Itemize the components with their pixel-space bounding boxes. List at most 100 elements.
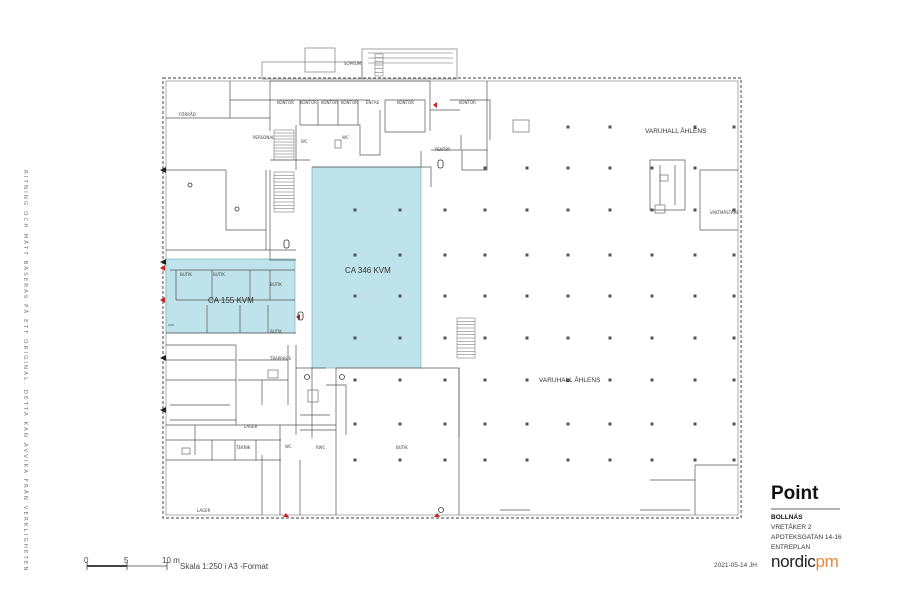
structural-column bbox=[525, 458, 529, 462]
structural-column bbox=[650, 294, 654, 298]
room-label: BUTIK bbox=[270, 329, 282, 334]
structural-column bbox=[732, 336, 736, 340]
structural-column bbox=[732, 125, 736, 129]
structural-column bbox=[608, 208, 612, 212]
structural-column bbox=[566, 208, 570, 212]
top-extension bbox=[261, 47, 458, 80]
room-label: BUTIK bbox=[213, 272, 225, 277]
stairs bbox=[273, 53, 476, 359]
structural-column bbox=[566, 125, 570, 129]
room-label: ENTRÉ bbox=[366, 100, 380, 105]
room-label: TEKNIK bbox=[236, 445, 251, 450]
structural-column bbox=[566, 253, 570, 257]
structural-column bbox=[443, 378, 447, 382]
structural-column bbox=[353, 336, 357, 340]
structural-column bbox=[732, 253, 736, 257]
title-block-title: Point bbox=[771, 483, 819, 504]
room-label: KONTOR bbox=[459, 100, 476, 105]
door-markers bbox=[160, 102, 440, 517]
structural-column bbox=[525, 336, 529, 340]
structural-column bbox=[693, 422, 697, 426]
structural-column bbox=[525, 166, 529, 170]
structural-column bbox=[483, 294, 487, 298]
structural-column bbox=[608, 253, 612, 257]
structural-column bbox=[732, 458, 736, 462]
structural-column bbox=[608, 458, 612, 462]
structural-column bbox=[353, 378, 357, 382]
structural-column bbox=[693, 253, 697, 257]
structural-column bbox=[443, 422, 447, 426]
structural-column bbox=[353, 422, 357, 426]
structural-column bbox=[608, 422, 612, 426]
structural-column bbox=[483, 378, 487, 382]
room-label: WC bbox=[301, 139, 308, 144]
structural-column bbox=[650, 253, 654, 257]
safety-symbols bbox=[187, 159, 444, 513]
structural-column bbox=[525, 378, 529, 382]
column-grid bbox=[353, 125, 736, 462]
structural-column bbox=[443, 336, 447, 340]
room-label: KONTOR bbox=[341, 100, 358, 105]
structural-column bbox=[566, 336, 570, 340]
structural-column bbox=[608, 294, 612, 298]
room-label: KONTOR bbox=[300, 100, 317, 105]
structural-column bbox=[650, 458, 654, 462]
structural-column bbox=[693, 458, 697, 462]
structural-column bbox=[353, 208, 357, 212]
room-label: LAGER bbox=[197, 508, 211, 513]
structural-column bbox=[443, 208, 447, 212]
title-block-property: VRETÅKER 2 bbox=[771, 524, 812, 531]
structural-column bbox=[525, 208, 529, 212]
room-label: SOPRUM bbox=[344, 61, 362, 66]
structural-column bbox=[483, 253, 487, 257]
structural-column bbox=[353, 253, 357, 257]
structural-column bbox=[398, 336, 402, 340]
area-label-small: CA 155 KVM bbox=[208, 296, 254, 305]
room-label: PENTRY bbox=[435, 147, 451, 152]
room-label: KONTOR bbox=[397, 100, 414, 105]
hall-label-lower: VARUHALL ÅHLENS bbox=[539, 377, 601, 384]
room-label: PERSONAL bbox=[253, 135, 275, 140]
structural-column bbox=[443, 458, 447, 462]
structural-column bbox=[398, 422, 402, 426]
structural-column bbox=[483, 422, 487, 426]
scale-tick-5: 5 bbox=[124, 556, 129, 565]
room-label: BUTIK bbox=[396, 445, 408, 450]
structural-column bbox=[650, 422, 654, 426]
drawing-date: 2021-05-14 JH bbox=[714, 562, 757, 569]
structural-column bbox=[483, 208, 487, 212]
structural-column bbox=[566, 422, 570, 426]
structural-column bbox=[398, 458, 402, 462]
building-outline bbox=[162, 77, 742, 519]
brand-main: nordic bbox=[771, 552, 816, 571]
structural-column bbox=[650, 166, 654, 170]
room-label: BUTIK bbox=[270, 282, 282, 287]
room-label: VAKTMÄSTARE bbox=[710, 210, 739, 215]
structural-column bbox=[650, 208, 654, 212]
room-label: BUTIK bbox=[180, 272, 192, 277]
area-highlight-small bbox=[165, 258, 296, 334]
area-label-large: CA 346 KVM bbox=[345, 266, 391, 275]
title-block-floor: ENTREPLAN bbox=[771, 544, 811, 551]
room-label: RWC bbox=[316, 445, 326, 450]
structural-column bbox=[443, 294, 447, 298]
entrance-arrows bbox=[160, 167, 166, 413]
brand-logo: nordicpm bbox=[771, 552, 839, 572]
scale-tick-10: 10 m bbox=[162, 556, 180, 565]
structural-column bbox=[693, 336, 697, 340]
fixtures bbox=[181, 119, 669, 455]
scale-bar bbox=[86, 562, 168, 570]
structural-column bbox=[693, 125, 697, 129]
structural-column bbox=[353, 294, 357, 298]
structural-column bbox=[483, 458, 487, 462]
room-label: TRAPPHUS bbox=[270, 356, 292, 361]
structural-column bbox=[693, 294, 697, 298]
structural-column bbox=[732, 208, 736, 212]
structural-column bbox=[398, 378, 402, 382]
structural-column bbox=[566, 166, 570, 170]
room-label: WC bbox=[342, 135, 349, 140]
structural-column bbox=[650, 336, 654, 340]
structural-column bbox=[650, 378, 654, 382]
structural-column bbox=[566, 294, 570, 298]
